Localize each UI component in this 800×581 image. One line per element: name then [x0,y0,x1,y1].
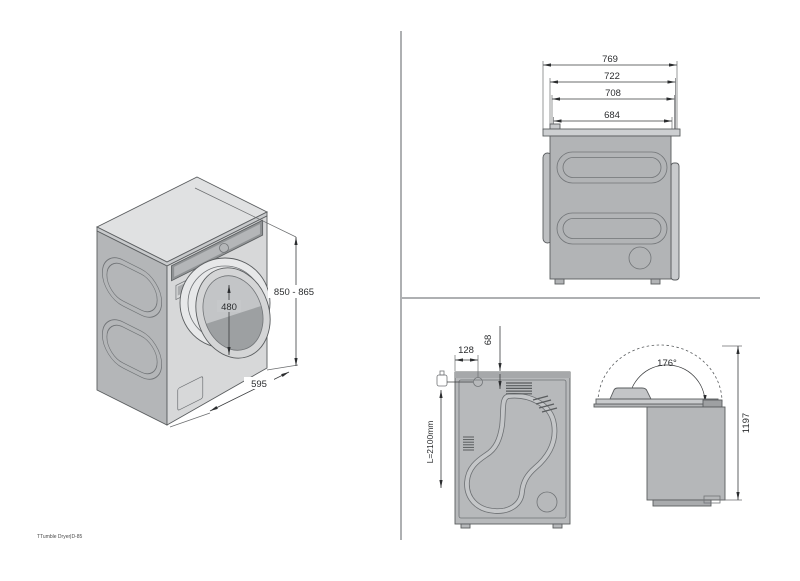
rear-service-cap [536,491,558,513]
vent-grille-left [463,436,474,451]
power-plug-icon [436,370,473,387]
lid-plate-lower [593,403,719,408]
program-knob [219,243,229,253]
vertical-divider [400,31,402,540]
cord-offset-label: 128 [458,345,474,356]
rear-top-strip [455,372,570,378]
cabinet-base [652,499,712,507]
horizontal-divider [401,297,760,299]
open-lid-view-drawing: 176° 1197 [593,344,752,507]
hinge-block [702,399,723,408]
front-details [171,219,264,411]
height-range-label: 850 - 865 [274,287,314,298]
emboss-bottom-inner [562,218,662,239]
emboss-bottom-outer [556,212,668,245]
lid-plate-open [595,398,719,405]
rear-foot-left [460,523,471,529]
height-ext-top [194,187,297,238]
side-view-drawing: 769 722 708 684 [542,54,681,285]
cord-anchor-point [473,377,483,387]
isometric-view-drawing: 480 850 - 865 595 [95,176,321,428]
cabinet-body [646,406,726,501]
foot-left [554,278,565,285]
height-ext-bottom [266,364,299,371]
lid-angle-label: 176° [657,358,677,369]
open-height-label: 1197 [741,413,752,433]
footer-model-label: TTumble Dryer|D-85 [37,534,83,540]
rear-inner-face [458,379,567,519]
side-oval-bottom-outer [102,319,163,380]
side-oval-top-inner [106,262,158,313]
hinge-tab [549,123,561,130]
emboss-top-outer [556,151,668,184]
emboss-top-inner [562,157,662,178]
width-dim-bg [244,377,274,389]
side-oval-bottom-inner [106,324,158,375]
base-step [703,495,721,504]
control-panel-inner [174,224,260,277]
cable-channel-fill [465,393,557,513]
side-ovals [102,257,163,380]
vent-offset-label: 68 [483,335,494,346]
lid-angle-arc [627,364,707,404]
rear-foot-right [552,523,563,529]
depth-door-label: 722 [604,71,620,82]
rear-panel [670,162,680,281]
door-inner-rim [202,275,264,351]
depth-body-label: 708 [605,88,621,99]
door-dim-bg [217,300,241,312]
rear-view-drawing: 128 68 L=2100mm [425,326,571,529]
vent-slats-diagonal [532,395,558,413]
vent-grille-top [506,382,532,395]
open-door [193,267,273,359]
height-dim-bg [268,285,321,298]
filter-door [177,376,204,411]
width-ext-left [169,412,211,428]
lid-handle-bump [609,387,652,400]
depth-outer-label: 769 [602,54,618,65]
cord-length-label: L=2100mm [425,421,435,464]
lid-swing-dashed-arc [597,344,723,403]
door-diameter-label: 480 [221,302,237,313]
top-lid-strip [542,128,681,137]
width-dim-line [209,371,290,412]
width-label: 595 [251,379,267,390]
side-service-cap [628,246,652,270]
side-oval-top-outer [102,257,163,318]
depth-inner-label: 684 [604,110,620,121]
foot-right [650,278,661,285]
